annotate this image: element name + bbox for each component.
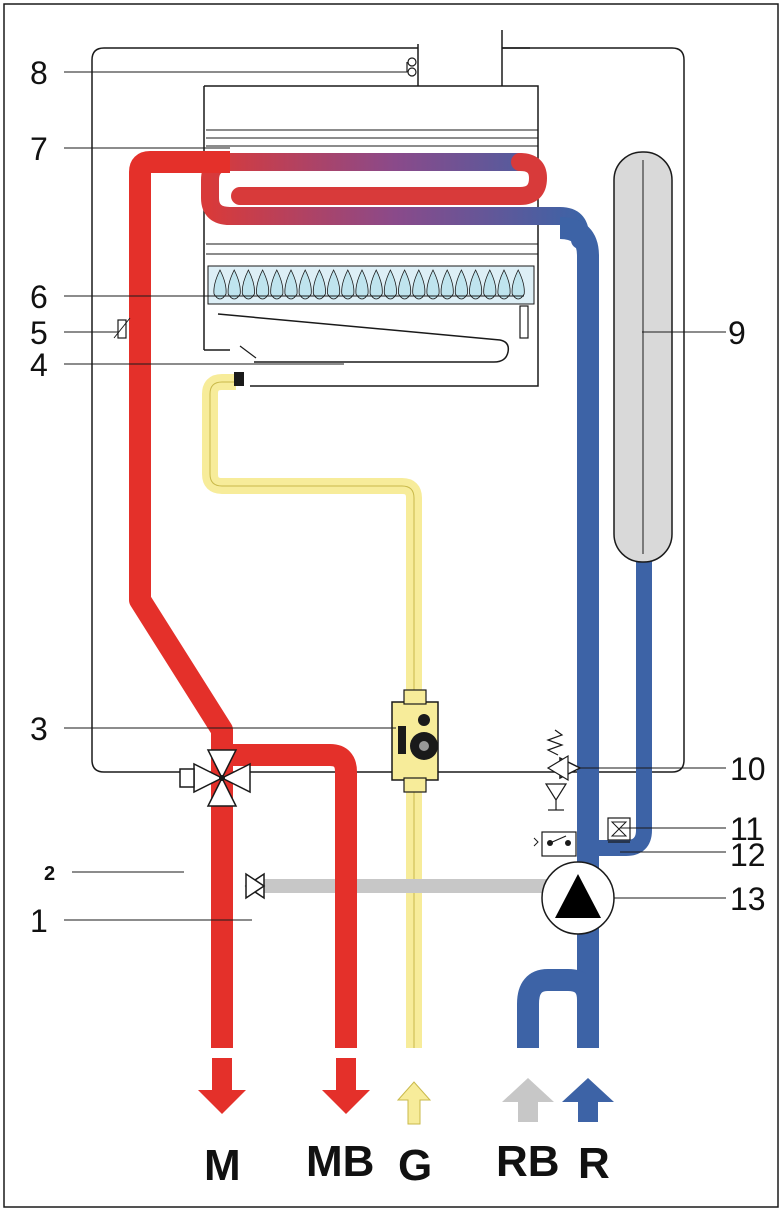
coil-return-bend [231,153,548,205]
flame [270,269,284,300]
flame [241,269,255,300]
flame [454,269,468,300]
component-number-label: 2 [44,863,55,885]
port-label-g: G [398,1141,432,1190]
fill-cock [244,872,266,900]
flame [426,269,440,300]
return-pipe [559,217,599,1048]
ignition-electrode [519,305,529,339]
outlet-arrows [198,1058,614,1125]
component-number-label: 10 [730,751,766,787]
port-labels: M MB G RB R [204,1137,610,1190]
flame [412,269,426,300]
flame [298,269,312,300]
component-number-label: 5 [30,315,48,351]
outer-frame [3,3,779,1208]
flame [284,269,298,300]
gas-pipe-edge [209,381,415,1048]
three-way-valve [179,744,357,1048]
circulation-pump [541,861,615,935]
gas-pipe [202,374,422,1048]
component-number-label: 4 [30,347,48,383]
port-label-mb: MB [306,1137,374,1186]
component-number-label: 12 [730,837,766,873]
hot-water-pipe [129,151,233,810]
flame [341,269,355,300]
port-label-m: M [204,1141,241,1190]
flame [227,269,241,300]
water-pressure-switch [533,817,631,857]
expansion-pipe [598,560,652,856]
temperature-sensor [113,317,131,339]
gas-nozzle [234,372,244,386]
nozzle-line [239,345,257,359]
flame [312,269,326,300]
gas-valve [391,689,439,793]
component-number-label: 8 [30,55,48,91]
flame [256,269,270,300]
component-number-label: 11 [730,811,763,847]
component-number-label: 7 [30,131,48,167]
component-number-label: 1 [30,903,48,939]
fumes-pressure-switch [406,57,417,77]
flame [511,269,525,300]
gas-manifold [217,313,510,363]
flame [355,269,369,300]
port-label-rb: RB [496,1137,560,1186]
flame [213,269,227,300]
leader-lines [64,71,726,921]
component-number-label: 3 [30,711,48,747]
safety-valve [544,729,582,811]
burner [207,265,535,305]
flue [417,30,530,86]
combustion-chamber [203,85,539,387]
component-number-label: 6 [30,279,48,315]
flame [440,269,454,300]
flame [383,269,397,300]
flame [327,269,341,300]
component-number-label: 9 [728,315,746,351]
port-label-r: R [578,1139,610,1188]
component-number-label: 13 [730,881,766,917]
flame [369,269,383,300]
flame [398,269,412,300]
flame [497,269,511,300]
flame [483,269,497,300]
return-loop [517,969,599,1048]
flame [469,269,483,300]
